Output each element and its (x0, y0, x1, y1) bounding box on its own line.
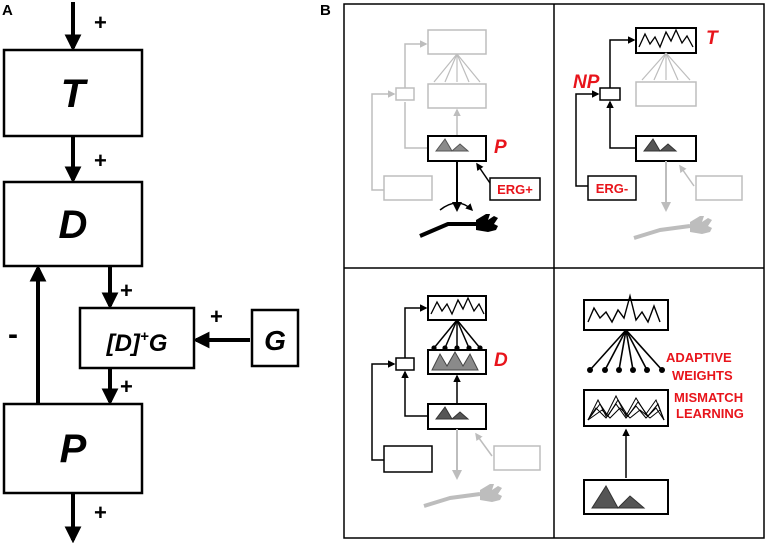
p-to-np-line (606, 100, 636, 149)
faded-arm-icon-bl (423, 484, 502, 508)
faded-p-to-np (404, 102, 428, 149)
erg-minus-box (587, 175, 637, 201)
d-box-label: D (59, 203, 88, 247)
dg-box (78, 306, 196, 370)
faded-arm-icon (633, 216, 712, 240)
erg-to-np-arrow (575, 90, 600, 187)
sign-dg-to-p: + (120, 374, 133, 399)
d-field-box-br (583, 389, 669, 427)
np-to-t-arrow (609, 36, 636, 88)
t-field-label: T (706, 28, 719, 49)
erg-box-bl (383, 445, 433, 473)
p-field-peaks-bl (435, 406, 470, 420)
p-box-label: P (60, 427, 87, 471)
dg-box-label-main: [D] (106, 330, 141, 357)
p-field-peaks-br (591, 485, 646, 509)
quadrant-bottom-right: ADAPTIVE WEIGHTS MISMATCH LEARNING (583, 293, 744, 515)
sign-top-in: + (94, 10, 107, 35)
faded-weight-fan (433, 53, 481, 83)
moving-arm-icon (419, 202, 498, 238)
sign-p-to-d: - (8, 318, 18, 351)
adaptive-weights-fan (589, 329, 663, 371)
np-box (599, 87, 621, 101)
adaptive-weights-dots (587, 367, 665, 373)
adaptive-label-1: ADAPTIVE (666, 350, 732, 365)
faded-erg-arrow-bl (475, 432, 493, 457)
p-field-label: P (494, 137, 507, 158)
g-box (250, 308, 300, 368)
p-field-peaks (435, 138, 470, 152)
sign-d-to-dg: + (120, 278, 133, 303)
faded-middle-box (427, 83, 487, 109)
p-field-box-br (583, 479, 669, 515)
dg-box-label: [D]+G (106, 328, 168, 357)
quadrant-bottom-left: D (371, 295, 541, 508)
d-field-peaks (431, 350, 479, 371)
sign-g-to-dg: + (210, 304, 223, 329)
dg-box-label-sup: + (140, 328, 149, 345)
faded-erg-box-tr (695, 175, 743, 201)
faded-weight-fan-tr (641, 52, 691, 81)
dg-box-label-suffix: G (149, 330, 168, 357)
faded-np-to-top (404, 40, 428, 88)
d-field-label: D (494, 350, 508, 371)
t-field-trace-br (587, 293, 661, 324)
mismatch-traces (587, 394, 665, 421)
panel-b-letter: B (320, 2, 331, 19)
t-box-label: T (61, 72, 89, 116)
p-to-np-line-bl (401, 370, 428, 417)
np-box-bl (395, 357, 415, 371)
faded-erg-box-bl (493, 445, 541, 471)
p-field-peaks-tr (643, 138, 678, 152)
mismatch-label-1: MISMATCH (674, 390, 743, 405)
faded-middle-box-tr (635, 81, 697, 107)
sign-t-to-d: + (94, 148, 107, 173)
sign-p-out: + (94, 500, 107, 525)
quadrant-top-right: T NP ERG- (573, 27, 743, 240)
erg-to-np-arrow-bl (371, 360, 396, 461)
t-field-trace-bl (430, 296, 485, 316)
np-to-t-arrow-bl (404, 304, 428, 358)
d-box (2, 180, 144, 268)
quadrant-top-left: P ERG+ (371, 29, 541, 238)
panel-a: A T D [D]+G G P + + + + + - + (2, 2, 300, 543)
erg-plus-label: ERG+ (497, 182, 533, 197)
p-box (2, 402, 144, 495)
np-label: NP (573, 72, 600, 93)
faded-erg-box (383, 175, 433, 201)
adaptive-label-2: WEIGHTS (672, 368, 733, 383)
t-field-trace (638, 28, 694, 49)
erg-plus-box (489, 177, 541, 201)
erg-minus-label: ERG- (596, 181, 629, 196)
weight-fan-bl (433, 319, 481, 349)
faded-erg-arrow-tr (679, 164, 695, 187)
panel-a-letter: A (2, 2, 13, 19)
panel-b: B P ERG+ (320, 2, 765, 539)
t-box (2, 48, 144, 138)
mismatch-label-2: LEARNING (676, 406, 744, 421)
t-field-box-bl (427, 295, 487, 321)
t-field-box-br (583, 299, 669, 331)
g-box-label: G (264, 325, 286, 356)
faded-erg-to-np (371, 90, 396, 191)
